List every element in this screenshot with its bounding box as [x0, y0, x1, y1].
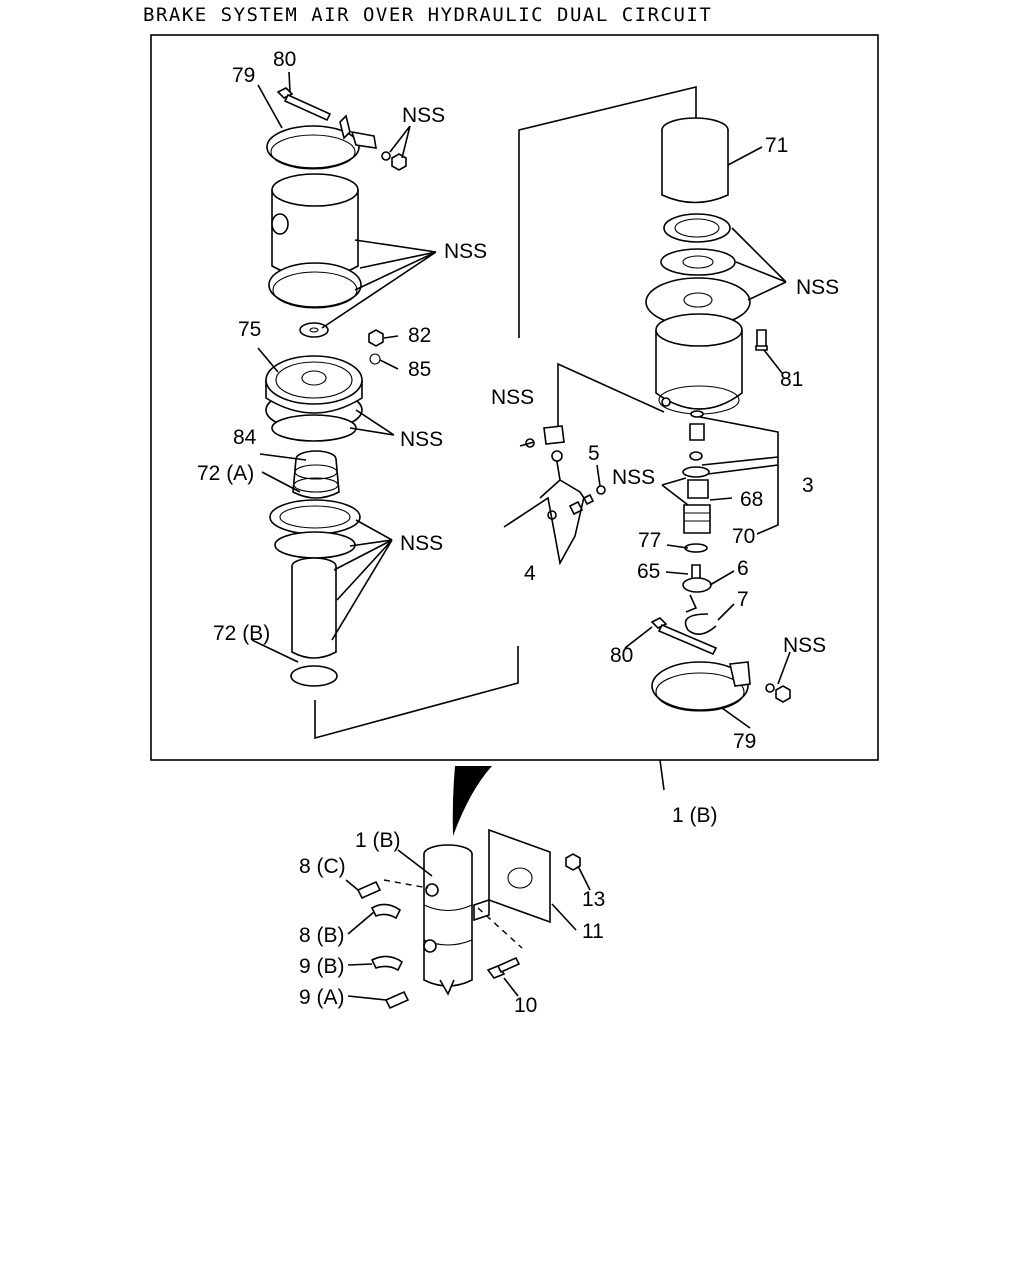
- callout-8c: 8 (C): [299, 855, 346, 878]
- bracket-nss: [519, 425, 565, 448]
- bolt-81: [755, 329, 768, 351]
- callout-5: 5: [588, 442, 600, 465]
- fitting-8c: [356, 880, 382, 900]
- detail-pointer-arrow: [452, 766, 492, 836]
- callout-1b-assembly: 1 (B): [355, 829, 401, 852]
- bolt-10: [486, 956, 521, 979]
- callout-8b: 8 (B): [299, 924, 345, 947]
- seal-washer: [299, 322, 329, 338]
- elbow-8b: [370, 903, 402, 920]
- brake-chamber-cylinder: [268, 173, 362, 309]
- diaphragm-rings: [271, 414, 357, 442]
- callout-72a: 72 (A): [197, 462, 254, 485]
- callout-6: 6: [737, 557, 749, 580]
- leader-lines: [251, 71, 791, 791]
- wire-harness-4: [503, 450, 606, 566]
- detail-frame: [150, 34, 879, 761]
- ring-72a: [269, 499, 361, 559]
- seal-ring-mid: [660, 248, 736, 276]
- nut-washer-bottom: [765, 683, 791, 703]
- callout-80-top: 80: [273, 48, 296, 71]
- valve-stack: [682, 410, 711, 553]
- bolt-80-top: [276, 87, 332, 122]
- callout-77: 77: [638, 529, 661, 552]
- callout-85: 85: [408, 358, 431, 381]
- callout-9b: 9 (B): [299, 955, 345, 978]
- piston-72b: [290, 557, 338, 687]
- boot-84: [292, 450, 340, 499]
- connector-center-upper: [518, 85, 697, 338]
- callout-3: 3: [802, 474, 814, 497]
- callout-7: 7: [737, 588, 749, 611]
- callout-79-top: 79: [232, 64, 255, 87]
- lower-leaders: [345, 849, 591, 1001]
- callout-nss-mid-right: NSS: [612, 466, 655, 489]
- retainer-6: [682, 564, 712, 613]
- connector-left-lower: [314, 646, 519, 740]
- callout-nss-boot: NSS: [400, 532, 443, 555]
- callout-13: 13: [582, 888, 605, 911]
- snap-ring-7: [684, 613, 717, 635]
- callout-79-bottom: 79: [733, 730, 756, 753]
- callout-10: 10: [514, 994, 537, 1017]
- callout-71: 71: [765, 134, 788, 157]
- callout-75: 75: [238, 318, 261, 341]
- callout-nss-top-clamp: NSS: [402, 104, 445, 127]
- callout-nss-bottom-clamp: NSS: [783, 634, 826, 657]
- callout-11: 11: [582, 920, 604, 943]
- callout-68: 68: [740, 488, 763, 511]
- callout-1b-pointer: 1 (B): [672, 804, 718, 827]
- callout-80-bottom: 80: [610, 644, 633, 667]
- nut-13: [565, 853, 581, 871]
- elbow-9b: [370, 955, 404, 972]
- fitting-9a: [384, 990, 410, 1010]
- bolt-80-bottom: [650, 617, 718, 656]
- callout-84: 84: [233, 426, 257, 449]
- callout-nss-bracket: NSS: [491, 386, 534, 409]
- upper-housing: [645, 277, 751, 415]
- nut-82: [368, 329, 384, 347]
- callout-nss-cylinder: NSS: [444, 240, 487, 263]
- callout-81: 81: [780, 368, 803, 391]
- diagram-title: BRAKE SYSTEM AIR OVER HYDRAULIC DUAL CIR…: [143, 4, 712, 26]
- seal-ring-upper: [663, 213, 731, 243]
- leader-3-68-70: [699, 416, 779, 535]
- callout-72b: 72 (B): [213, 622, 270, 645]
- filter-71: [661, 117, 729, 204]
- callout-82: 82: [408, 324, 431, 347]
- clamp-79-top: [266, 114, 377, 170]
- connector-center-mid: [557, 362, 665, 429]
- mounting-bracket-11: [473, 828, 551, 924]
- callout-nss-diaphragm: NSS: [400, 428, 443, 451]
- callout-4: 4: [524, 562, 536, 585]
- clip-85: [369, 353, 381, 365]
- callout-nss-upper-right: NSS: [796, 276, 839, 299]
- callout-65: 65: [637, 560, 660, 583]
- reservoir-assembly-1b: [423, 844, 473, 996]
- clamp-79-bottom: [651, 661, 751, 712]
- callout-70: 70: [732, 525, 755, 548]
- callout-9a: 9 (A): [299, 986, 345, 1009]
